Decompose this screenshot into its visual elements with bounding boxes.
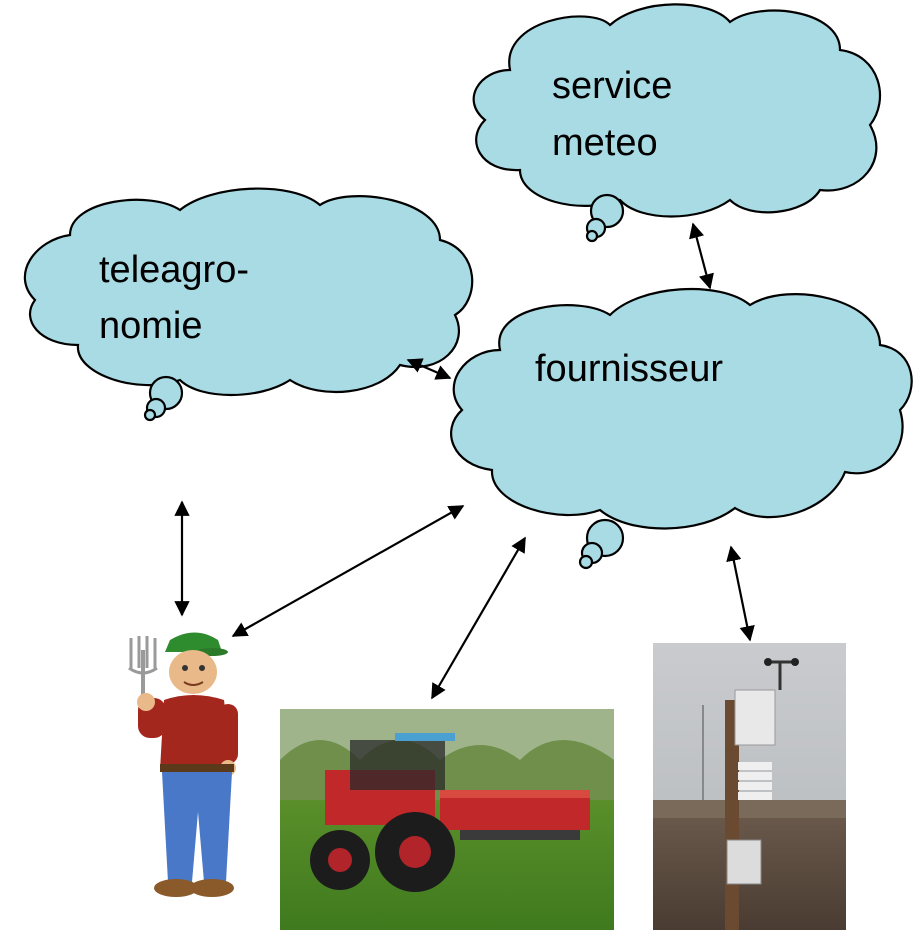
cloud-fournisseur-label: fournisseur [535, 348, 723, 390]
cloud-teleagronomie-shape [23, 187, 474, 397]
cloud-teleagronomie-bubble-small [143, 408, 157, 422]
arrow-fournisseur-tractor [431, 536, 526, 700]
cloud-service-meteo-bubble-small [585, 229, 599, 243]
weather-station-photo [653, 643, 846, 930]
cloud-service-meteo-shape [472, 3, 882, 218]
cloud-fournisseur-shape [450, 287, 913, 530]
cloud-service-meteo-label-line1: service [552, 65, 672, 107]
cloud-service-meteo: service meteo [472, 3, 882, 243]
cloud-fournisseur-bubble-small [578, 554, 594, 570]
cloud-teleagronomie: teleagro- nomie [23, 187, 474, 422]
arrow-fournisseur-weather-station [726, 545, 755, 642]
cloud-teleagronomie-label-line2: nomie [99, 305, 203, 347]
connections [174, 222, 755, 700]
arrow-teleagronomie-fournisseur [406, 358, 452, 380]
cloud-teleagronomie-label-line1: teleagro- [99, 249, 249, 291]
cloud-service-meteo-label-line2: meteo [552, 122, 658, 164]
arrow-meteo-fournisseur [689, 222, 714, 290]
arrow-fournisseur-farmer [231, 505, 465, 637]
farmer-clipart [128, 632, 238, 897]
tractor-with-spreader-photo [280, 709, 614, 930]
cloud-fournisseur: fournisseur [450, 287, 913, 570]
